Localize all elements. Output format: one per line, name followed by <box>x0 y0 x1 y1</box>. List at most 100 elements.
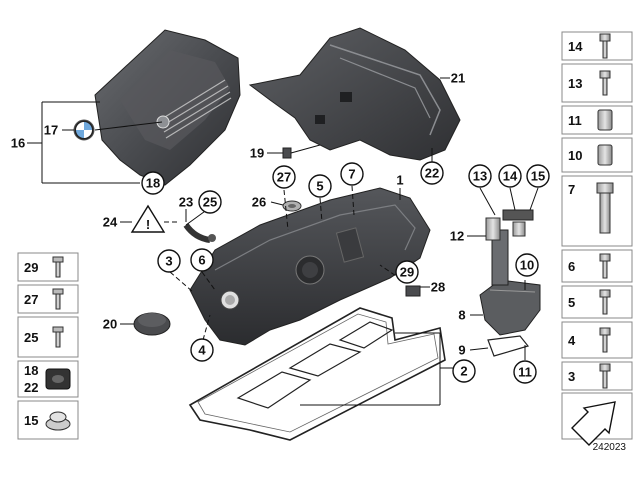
callout-2: 2 <box>452 359 476 383</box>
callout-circle <box>452 359 476 383</box>
oil-filler-cap-icon[interactable] <box>133 312 171 336</box>
callout-label: 9 <box>458 343 465 358</box>
bolt-icon[interactable] <box>596 182 614 234</box>
callout-3: 3 <box>157 249 181 273</box>
left-panel-label: 27 <box>24 292 38 307</box>
callout-29: 29 <box>395 260 419 284</box>
callout-label: 3 <box>165 254 172 269</box>
left-panel-label: 29 <box>24 260 38 275</box>
hose-icon[interactable] <box>183 223 216 243</box>
callout-circle <box>190 338 214 362</box>
callout-5: 5 <box>308 174 332 198</box>
bolt-icon[interactable] <box>599 253 611 279</box>
callout-1: 1 <box>396 173 403 188</box>
callout-27: 27 <box>272 165 296 189</box>
acoustic-shield-icon[interactable] <box>248 27 461 161</box>
callout-label: 6 <box>198 253 205 268</box>
callout-17: 17 <box>44 123 58 138</box>
bolt-icon[interactable] <box>599 363 611 389</box>
right-panel-label: 7 <box>568 182 575 197</box>
callout-22: 22 <box>420 161 444 185</box>
right-panel-cell <box>561 31 633 61</box>
bolt-icon[interactable] <box>599 70 611 96</box>
right-panel-label: 3 <box>568 369 575 384</box>
right-panel-cell <box>561 321 633 359</box>
grommet-icon[interactable] <box>282 200 302 212</box>
bolt-icon[interactable] <box>597 144 613 166</box>
left-panel-label: 15 <box>24 413 38 428</box>
right-panel-label: 5 <box>568 295 575 310</box>
callout-circle <box>308 174 332 198</box>
left-panel-label: 25 <box>24 330 38 345</box>
callout-circle <box>157 249 181 273</box>
right-panel-cell <box>561 105 633 135</box>
leader-lines <box>27 77 539 406</box>
right-panel-cell <box>561 285 633 319</box>
callout-label: 16 <box>11 136 25 151</box>
warning-triangle-icon: ! <box>130 204 166 233</box>
arrow-icon <box>571 401 616 446</box>
callout-circle <box>498 164 522 188</box>
bolt-icon[interactable] <box>599 33 611 59</box>
callout-label: 29 <box>400 265 414 280</box>
bolt-icon[interactable] <box>52 256 64 278</box>
bolt-icon[interactable] <box>599 289 611 315</box>
right-panel-label: 4 <box>568 333 576 348</box>
callout-10: 10 <box>515 253 539 277</box>
callout-label: 4 <box>198 343 206 358</box>
callout-label: 11 <box>518 365 532 380</box>
callout-12: 12 <box>450 229 464 244</box>
emblem-icon[interactable] <box>73 119 95 141</box>
reference-number: 242023 <box>593 442 627 453</box>
right-panel-label: 14 <box>568 39 583 54</box>
callout-14: 14 <box>498 164 522 188</box>
callout-label: 20 <box>103 317 117 332</box>
callout-21: 21 <box>451 71 465 86</box>
callout-circle <box>272 165 296 189</box>
callout-circle <box>420 161 444 185</box>
bolt-icon[interactable] <box>52 326 64 348</box>
svg-text:!: ! <box>146 217 150 232</box>
right-panel-cell <box>561 361 633 391</box>
washer-icon[interactable] <box>45 411 71 431</box>
callout-23: 23 <box>179 195 193 210</box>
callout-18: 18 <box>141 171 165 195</box>
callout-label: 26 <box>252 195 266 210</box>
left-panel-label: 22 <box>24 380 38 395</box>
oil-separator-icon[interactable] <box>479 229 541 336</box>
callout-circle <box>198 190 222 214</box>
callout-label: 27 <box>277 170 291 185</box>
callout-11: 11 <box>513 360 537 384</box>
callout-label: 21 <box>451 71 465 86</box>
callout-label: 25 <box>203 195 217 210</box>
bolt-icon[interactable] <box>52 288 64 310</box>
cylinder-head-cover-icon[interactable] <box>189 187 431 346</box>
callout-6: 6 <box>190 248 214 272</box>
callout-26: 26 <box>252 195 266 210</box>
callout-16: 16 <box>11 136 25 151</box>
callout-8: 8 <box>458 308 465 323</box>
callout-circle <box>526 164 550 188</box>
gasket-icon[interactable] <box>188 307 530 441</box>
clip-icon[interactable] <box>282 147 292 159</box>
callout-label: 17 <box>44 123 58 138</box>
right-panel-label: 10 <box>568 148 582 163</box>
bolt-icon[interactable] <box>599 327 611 353</box>
bracket-icon[interactable] <box>485 209 534 241</box>
callout-label: 7 <box>348 167 355 182</box>
clip-28-icon[interactable] <box>405 285 421 297</box>
grommet-icon[interactable] <box>45 368 71 390</box>
bolt-icon[interactable] <box>597 109 613 131</box>
callout-circle <box>468 164 492 188</box>
callout-9: 9 <box>458 343 465 358</box>
callout-label: 28 <box>431 280 445 295</box>
right-panel-label: 13 <box>568 76 582 91</box>
orientation-arrow-box <box>561 392 633 446</box>
callout-label: 24 <box>103 215 118 230</box>
left-panel-cell <box>17 400 79 440</box>
engine-cover-icon[interactable] <box>94 29 241 186</box>
callout-25: 25 <box>198 190 222 214</box>
